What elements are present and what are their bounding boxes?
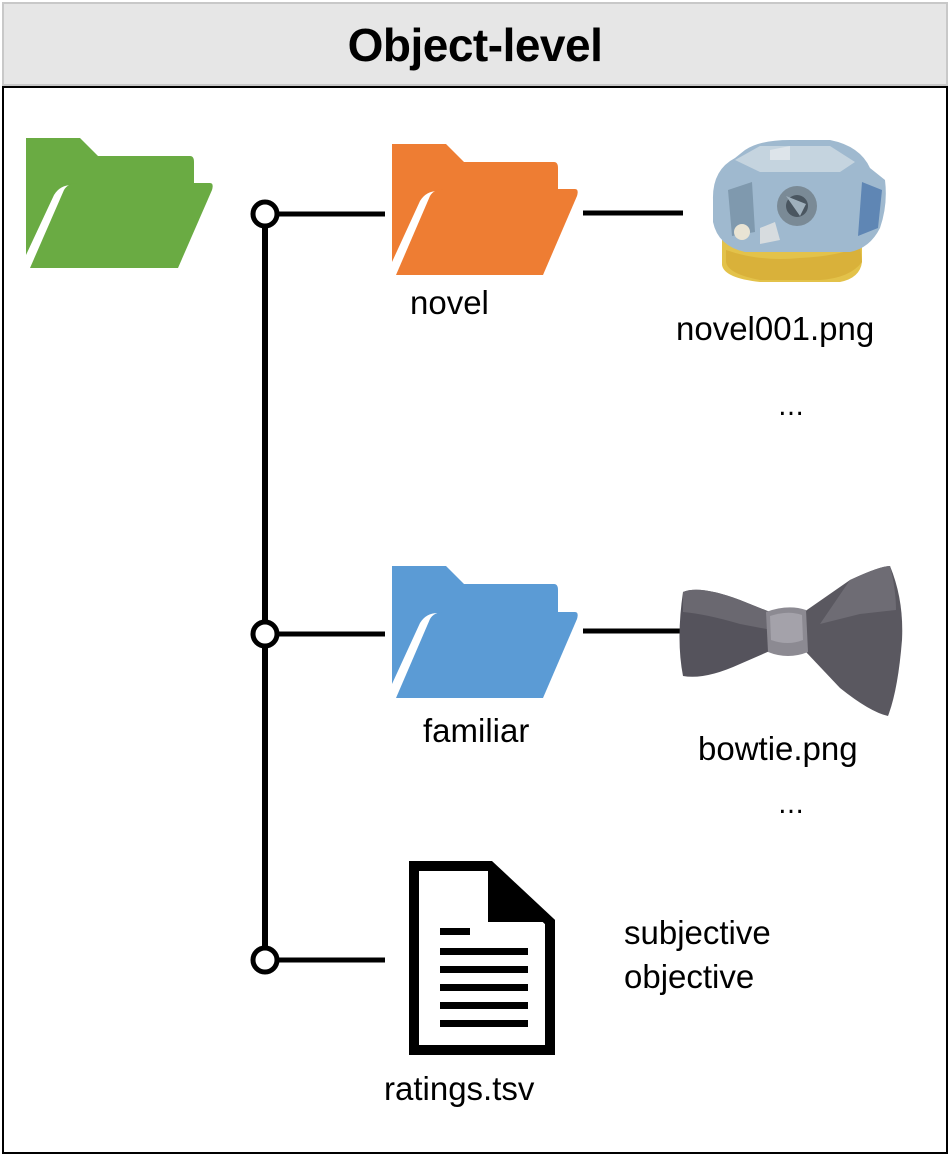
header-bar: Object-level xyxy=(2,2,948,86)
ratings-file-label: ratings.tsv xyxy=(384,1070,535,1107)
novel-folder-label: novel xyxy=(410,284,489,321)
familiar-folder-label: familiar xyxy=(423,712,530,749)
page-title: Object-level xyxy=(347,19,603,71)
tree-connectors xyxy=(262,210,683,963)
tree-panel xyxy=(2,86,948,1154)
node-familiar xyxy=(250,619,280,649)
ratings-column-subjective: subjective xyxy=(624,914,771,951)
familiar-ellipsis: … xyxy=(778,790,804,820)
root-folder-icon[interactable] xyxy=(26,138,213,268)
familiar-image-label: bowtie.png xyxy=(698,730,858,767)
node-ratings xyxy=(250,945,280,975)
novel-object-thumbnail[interactable] xyxy=(712,140,886,282)
bowtie-thumbnail[interactable] xyxy=(679,566,903,716)
node-novel xyxy=(250,199,280,229)
ratings-column-objective: objective xyxy=(624,958,755,995)
familiar-folder-icon[interactable] xyxy=(392,566,578,698)
novel-ellipsis: … xyxy=(778,392,804,422)
novel-image-label: novel001.png xyxy=(676,310,875,347)
document-icon[interactable] xyxy=(409,861,555,1055)
novel-folder-icon[interactable] xyxy=(392,144,578,275)
